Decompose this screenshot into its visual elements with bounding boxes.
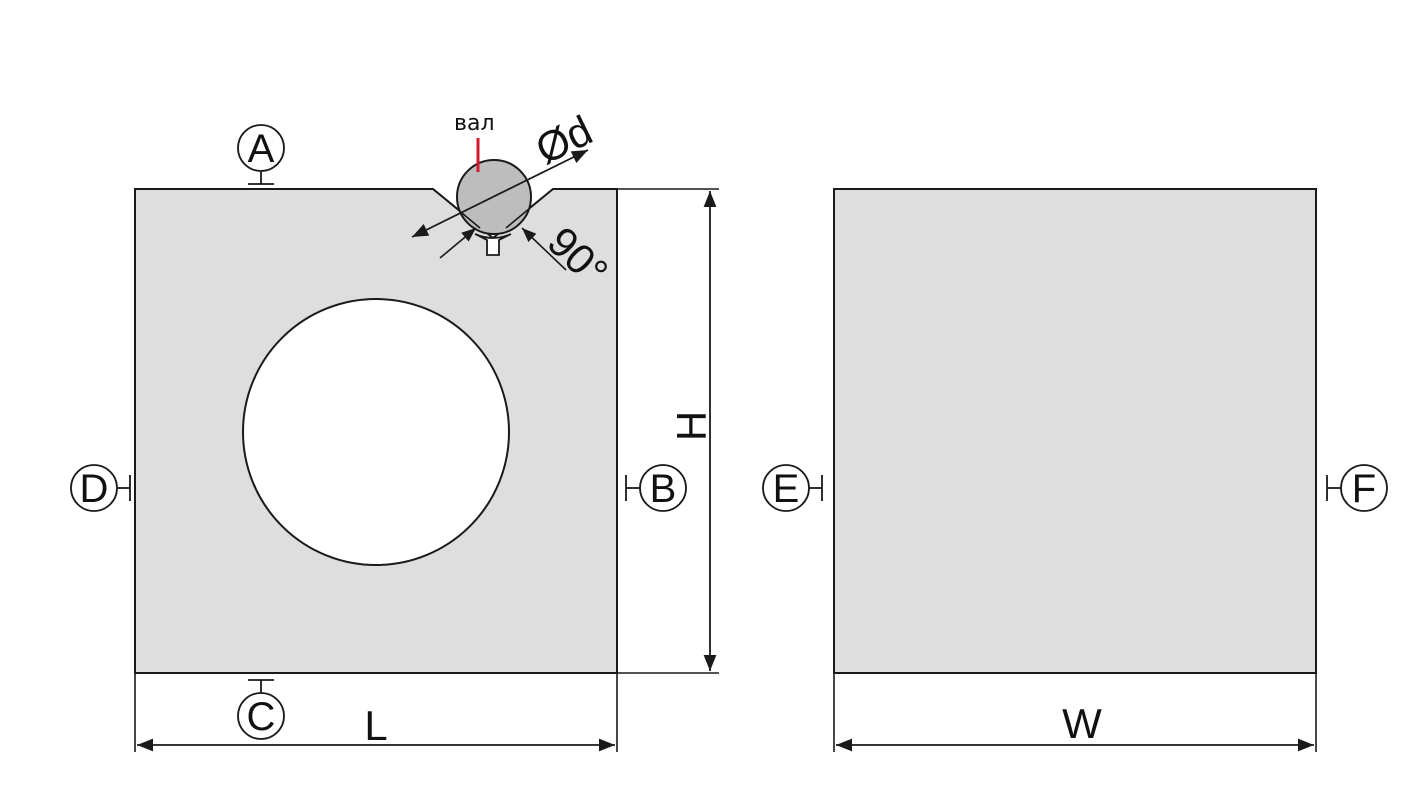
ref-c-label: C [247, 695, 276, 739]
side-view-block [833, 188, 1317, 674]
ref-a-circle [237, 124, 285, 172]
angle-leader-left [439, 227, 477, 259]
width-label: W [1062, 700, 1102, 747]
ref-e-label: E [773, 467, 800, 511]
ref-b-circle [639, 464, 687, 512]
angle-ext-left [432, 188, 481, 229]
ref-b-label: B [650, 467, 677, 511]
ref-f-circle [1340, 464, 1388, 512]
length-label: L [364, 702, 387, 749]
ref-d-label: D [80, 467, 109, 511]
height-label: H [668, 411, 715, 441]
ref-f-label: F [1352, 467, 1376, 511]
diameter-dim-line [411, 149, 589, 238]
angle-ext-right [505, 188, 554, 229]
diameter-label: Ød [528, 106, 599, 173]
center-bore [242, 298, 510, 566]
angle-leader-right [521, 227, 567, 271]
ref-a-label: A [248, 127, 275, 171]
shaft-label: вал [454, 111, 495, 136]
